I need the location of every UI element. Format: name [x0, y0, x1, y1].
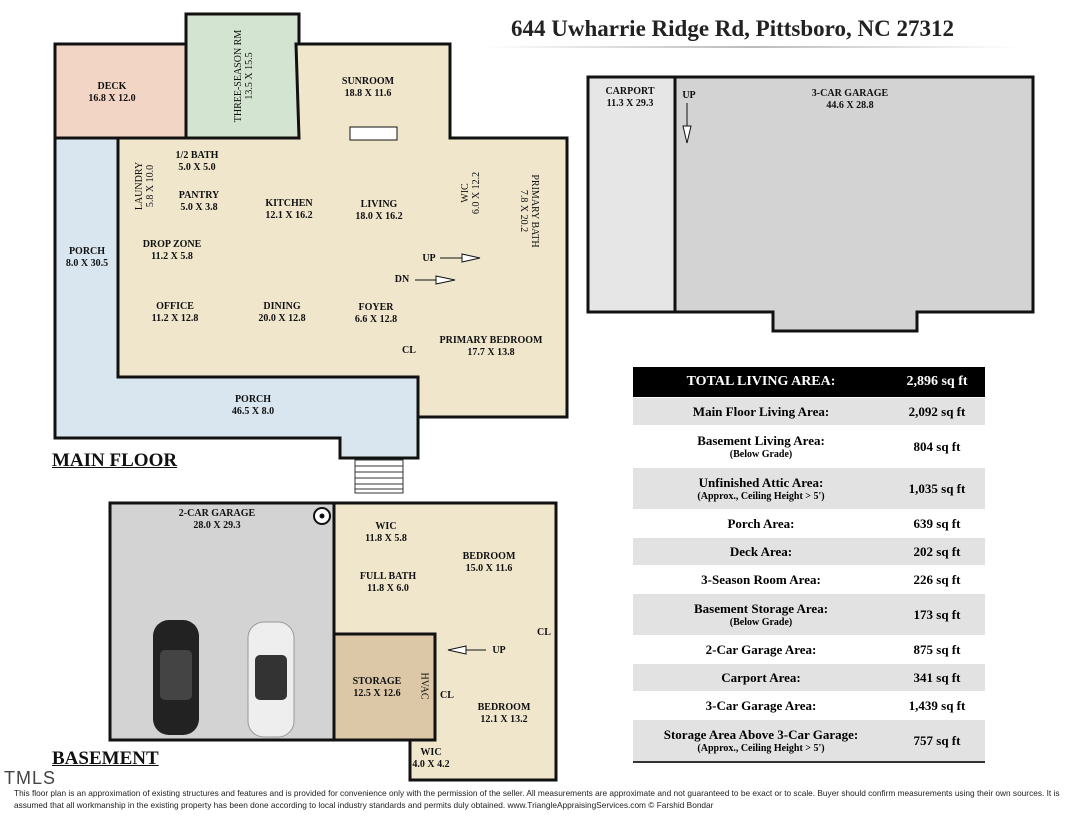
- row-value: 639 sq ft: [889, 509, 985, 538]
- down-label: DN: [394, 274, 410, 285]
- table-row: Porch Area:639 sq ft: [633, 509, 985, 538]
- row-label: Main Floor Living Area:: [633, 397, 889, 426]
- fireplace-icon: [349, 126, 398, 141]
- row-label: Basement Storage Area:(Below Grade): [633, 593, 889, 636]
- table-row: Carport Area:341 sq ft: [633, 663, 985, 692]
- stairs-icon: [354, 459, 404, 494]
- up-arrow-icon: [440, 253, 481, 263]
- row-label: Porch Area:: [633, 509, 889, 538]
- row-label: Unfinished Attic Area:(Approx., Ceiling …: [633, 467, 889, 510]
- row-value: 226 sq ft: [889, 565, 985, 594]
- row-value: 2,092 sq ft: [889, 397, 985, 426]
- carport-area: [586, 75, 677, 314]
- main-floor-heading: MAIN FLOOR: [52, 450, 178, 471]
- car-icon: [153, 620, 199, 735]
- row-value: 341 sq ft: [889, 663, 985, 692]
- row-label: 3-Car Garage Area:: [633, 691, 889, 720]
- table-row: 2-Car Garage Area:875 sq ft: [633, 635, 985, 664]
- row-value: 202 sq ft: [889, 537, 985, 566]
- row-value: 1,439 sq ft: [889, 691, 985, 720]
- row-label: 3-Season Room Area:: [633, 565, 889, 594]
- row-value: 173 sq ft: [889, 593, 985, 636]
- row-label: TOTAL LIVING AREA:: [633, 367, 889, 398]
- up-label: UP: [422, 253, 436, 264]
- two-car-garage-area: [108, 501, 336, 742]
- row-value: 1,035 sq ft: [889, 467, 985, 510]
- total-living-area-row: TOTAL LIVING AREA:2,896 sq ft: [633, 367, 985, 398]
- up-label: UP: [682, 90, 696, 101]
- table-row: 3-Car Garage Area:1,439 sq ft: [633, 691, 985, 720]
- row-label: Basement Living Area:(Below Grade): [633, 425, 889, 468]
- row-value: 757 sq ft: [889, 719, 985, 763]
- basement-heading: BASEMENT: [52, 748, 159, 769]
- three-car-garage-area: [673, 75, 1035, 333]
- garage-up-arrow-icon: [682, 103, 692, 144]
- closet-label: CL: [440, 690, 454, 701]
- row-label: 2-Car Garage Area:: [633, 635, 889, 664]
- row-label: Carport Area:: [633, 663, 889, 692]
- table-row: Storage Area Above 3-Car Garage:(Approx.…: [633, 719, 985, 763]
- up-label: UP: [492, 645, 506, 656]
- table-row: Main Floor Living Area:2,092 sq ft: [633, 397, 985, 426]
- closet-label: CL: [537, 627, 551, 638]
- down-arrow-icon: [415, 275, 456, 285]
- car-icon: [247, 621, 295, 738]
- main-interior-area: [116, 42, 569, 419]
- disclaimer-text: This floor plan is an approximation of e…: [14, 788, 1060, 810]
- closet-label: CL: [402, 345, 416, 356]
- row-value: 804 sq ft: [889, 425, 985, 468]
- table-row: 3-Season Room Area:226 sq ft: [633, 565, 985, 594]
- storage-area: [332, 632, 437, 742]
- mls-logo: TMLS: [4, 768, 57, 788]
- table-row: Deck Area:202 sq ft: [633, 537, 985, 566]
- row-value: 2,896 sq ft: [889, 367, 985, 398]
- row-label: Deck Area:: [633, 537, 889, 566]
- property-address: 644 Uwharrie Ridge Rd, Pittsboro, NC 273…: [511, 16, 954, 41]
- table-row: Unfinished Attic Area:(Approx., Ceiling …: [633, 467, 985, 510]
- table-row: Basement Storage Area:(Below Grade)173 s…: [633, 593, 985, 636]
- basement-up-arrow-icon: [447, 645, 486, 655]
- area-summary-table: TOTAL LIVING AREA:2,896 sq ft Main Floor…: [633, 367, 985, 763]
- row-label: Storage Area Above 3-Car Garage:(Approx.…: [633, 719, 889, 763]
- row-value: 875 sq ft: [889, 635, 985, 664]
- hvac-label: HVAC: [418, 672, 430, 700]
- title-divider: [480, 46, 1020, 48]
- table-row: Basement Living Area:(Below Grade)804 sq…: [633, 425, 985, 468]
